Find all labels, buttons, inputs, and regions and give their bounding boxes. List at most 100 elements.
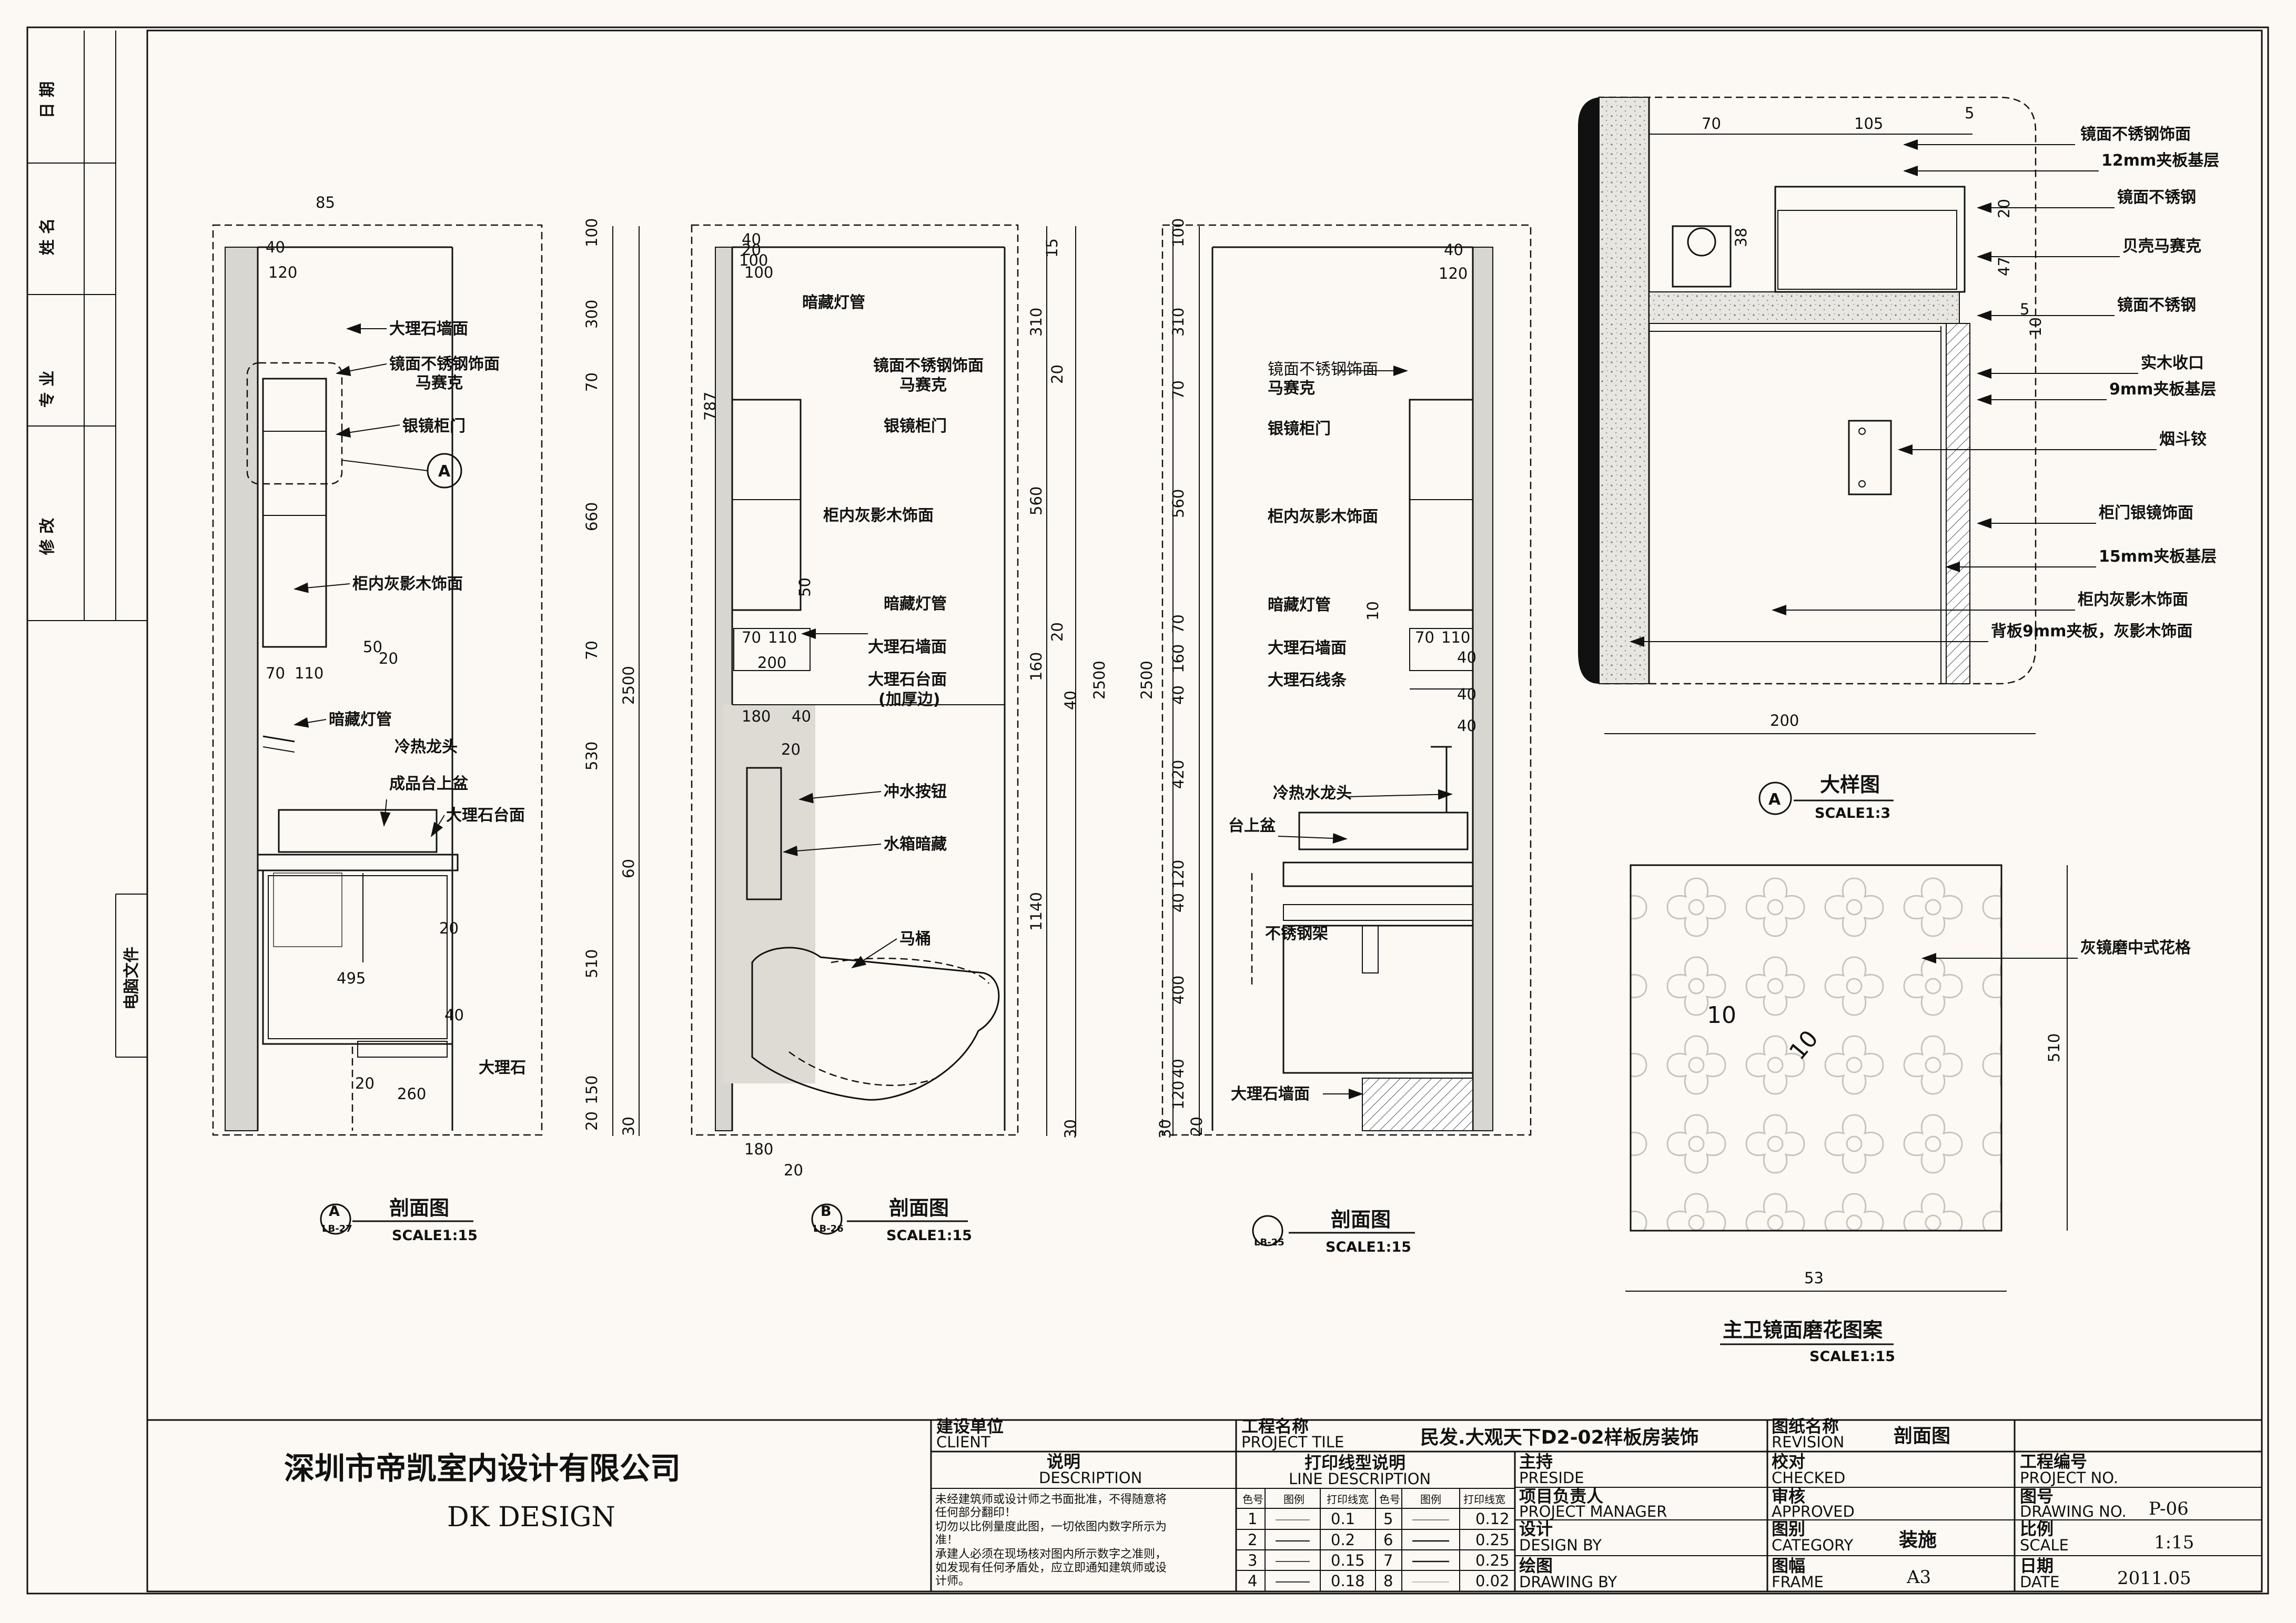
section-b-label: 大理石墙面 bbox=[868, 638, 947, 656]
section-c-dim: 70 bbox=[1415, 628, 1434, 646]
line-table-cell: 0.2 bbox=[1331, 1531, 1355, 1549]
section-c-dim: 120 bbox=[1169, 860, 1187, 889]
line-table-header: 色号 bbox=[1242, 1493, 1263, 1506]
section-a-dim: 20 bbox=[379, 650, 398, 667]
section-a-callout-letter: A bbox=[438, 462, 451, 481]
pm-label-cn: 项目负责人 bbox=[1519, 1486, 1603, 1506]
line-table-cell: 2 bbox=[1248, 1531, 1257, 1549]
section-b-badge: LB-26 bbox=[813, 1223, 844, 1234]
section-b-scale: SCALE1:15 bbox=[886, 1228, 972, 1244]
section-a-badge-icon bbox=[320, 1203, 351, 1235]
section-c-dim: 40 bbox=[1169, 685, 1187, 705]
pattern-dim: 10 bbox=[1707, 1002, 1736, 1029]
section-b-badge-icon bbox=[811, 1203, 843, 1235]
section-b-dim: 1140 bbox=[1027, 892, 1045, 931]
pattern-title: 主卫镜面磨花图案 bbox=[1723, 1318, 1883, 1342]
checked-label-en: CHECKED bbox=[1772, 1469, 1845, 1487]
line-table-cell: 7 bbox=[1383, 1551, 1393, 1569]
inner-border bbox=[146, 29, 2263, 1592]
drawing-label-cn: 绘图 bbox=[1519, 1556, 1553, 1576]
section-c-dim: 560 bbox=[1169, 489, 1187, 518]
notes-line: 未经建筑师或设计师之书面批准，不得随意将 bbox=[935, 1493, 1167, 1506]
margin-name-label: 姓 名 bbox=[38, 218, 57, 255]
section-c-label: 镜面不锈钢饰面 bbox=[1268, 360, 1378, 379]
detail-a-label: 12mm夹板基层 bbox=[2101, 151, 2219, 170]
notes-line: 切勿以比例量度此图，一切依图内数字所示为 bbox=[935, 1520, 1167, 1534]
line-table-cell: 8 bbox=[1383, 1572, 1393, 1590]
section-b-dim: 40 bbox=[742, 230, 761, 248]
section-a-dim: 70 bbox=[266, 664, 285, 682]
section-b-label: 冲水按钮 bbox=[884, 783, 947, 801]
notes-line: 准！ bbox=[935, 1534, 958, 1547]
line-table-cell: 5 bbox=[1383, 1510, 1393, 1528]
section-b-dim: 70 bbox=[742, 628, 761, 646]
frame-label-cn: 图幅 bbox=[1772, 1556, 1805, 1576]
section-b-dim: 110 bbox=[768, 628, 797, 646]
section-c-label: 不锈钢架 bbox=[1265, 925, 1328, 943]
section-a-dim: 40 bbox=[444, 1006, 464, 1024]
section-b-label: 暗藏灯管 bbox=[884, 595, 947, 613]
section-c-dim: 310 bbox=[1169, 308, 1187, 337]
section-a-dim: 110 bbox=[295, 664, 323, 682]
outer-border bbox=[26, 26, 2269, 1595]
project-title-label-cn: 工程名称 bbox=[1241, 1416, 1309, 1436]
section-b-drawing: 暗藏灯管 镜面不锈钢饰面 马赛克 银镜柜门 柜内灰影木饰面 暗藏灯管 大理石墙面… bbox=[691, 224, 1108, 1244]
detail-a-label: 贝壳马赛克 bbox=[2122, 237, 2201, 256]
detail-a-label: 镜面不锈钢饰面 bbox=[2080, 125, 2191, 144]
section-c-dim: 2500 bbox=[1138, 661, 1156, 699]
line-table-cell: 0.1 bbox=[1331, 1510, 1355, 1528]
section-b-dim: 200 bbox=[757, 654, 786, 672]
section-b-dim: 180 bbox=[744, 1140, 773, 1158]
section-a-dim: 20 bbox=[583, 1111, 601, 1131]
project-name: 民发.大观天下D2-02样板房装饰 bbox=[1420, 1427, 1699, 1448]
section-c-badge-icon bbox=[1252, 1215, 1283, 1246]
notes-line: 计师。 bbox=[935, 1575, 970, 1588]
section-c-dim: 30 bbox=[1156, 1119, 1174, 1139]
line-table-cell: 0.12 bbox=[1475, 1510, 1510, 1528]
line-table-header: 打印线宽 bbox=[1327, 1493, 1369, 1506]
category-label-cn: 图别 bbox=[1772, 1519, 1805, 1539]
section-b-label: 银镜柜门 bbox=[884, 417, 947, 435]
section-b-dim: 2500 bbox=[1090, 661, 1108, 699]
section-a-dim: 30 bbox=[620, 1117, 638, 1136]
section-b-label: (加厚边) bbox=[878, 691, 940, 709]
section-b-title: 剖面图 bbox=[889, 1196, 949, 1220]
section-a-dim: 60 bbox=[620, 859, 638, 878]
section-c-badge: LB-25 bbox=[1254, 1237, 1284, 1248]
line-table-cell: 3 bbox=[1248, 1551, 1257, 1569]
section-a-dim: 50 bbox=[363, 638, 382, 656]
detail-a-callout-letter: A bbox=[1768, 790, 1781, 809]
notes-line: 承建人必须在现场核对图内所示数字之准则， bbox=[935, 1548, 1167, 1561]
drawing-no-label-cn: 图号 bbox=[2020, 1486, 2054, 1506]
date-value: 2011.05 bbox=[2117, 1568, 2191, 1589]
pattern-dim: 510 bbox=[2045, 1033, 2063, 1062]
section-b-dim: 100 bbox=[744, 263, 773, 281]
detail-a-dim: 47 bbox=[1995, 257, 2013, 276]
section-a-badge: LB-27 bbox=[322, 1223, 352, 1234]
section-a-dim: 20 bbox=[439, 919, 459, 937]
detail-a-dim: 20 bbox=[1995, 199, 2013, 218]
section-c-dim: 160 bbox=[1169, 644, 1187, 673]
section-b-dim: 40 bbox=[792, 707, 811, 725]
section-c-dim: 40 bbox=[1457, 685, 1476, 703]
project-no-label-cn: 工程编号 bbox=[2020, 1452, 2087, 1472]
detail-a-dim: 200 bbox=[1770, 712, 1799, 729]
detail-a-label: 背板9mm夹板，灰影木饰面 bbox=[1991, 622, 2192, 641]
section-b-dim: 180 bbox=[742, 707, 771, 725]
section-c-label: 台上盆 bbox=[1228, 817, 1276, 835]
title-block: 深圳市帝凯室内设计有限公司 DK DESIGN 建设单位 CLIENT 说明 D… bbox=[147, 1416, 2262, 1591]
section-c-title: 剖面图 bbox=[1331, 1208, 1391, 1231]
section-c-label: 冷热水龙头 bbox=[1273, 784, 1352, 803]
section-a-dim: 260 bbox=[397, 1085, 426, 1103]
section-a-label: 冷热龙头 bbox=[395, 738, 458, 756]
section-b-dim: 100 bbox=[739, 251, 768, 269]
section-c-label: 大理石线条 bbox=[1268, 671, 1347, 689]
section-a-dim: 2500 bbox=[620, 666, 638, 705]
section-b-dim: 787 bbox=[701, 392, 719, 421]
preside-label-en: PRESIDE bbox=[1519, 1469, 1584, 1487]
preside-label-cn: 主持 bbox=[1519, 1452, 1553, 1472]
line-table-header: 打印线宽 bbox=[1463, 1493, 1505, 1506]
line-table-header: 图例 bbox=[1420, 1493, 1441, 1506]
line-table-cell: 1 bbox=[1248, 1510, 1257, 1528]
revision-label-en: REVISION bbox=[1772, 1433, 1844, 1451]
